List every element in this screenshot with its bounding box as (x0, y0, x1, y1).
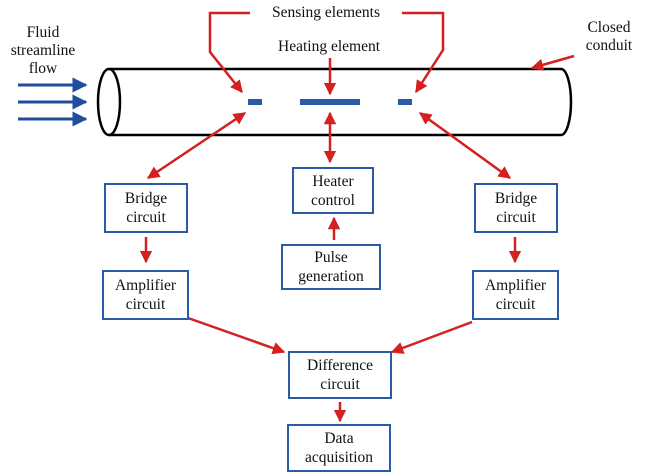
amplifier-circuit-right: Amplifier circuit (472, 270, 559, 320)
heating-element (300, 99, 360, 105)
fluid-flow-label: Fluid streamline flow (10, 24, 76, 77)
arrow-sensor-bridge-right (418, 111, 512, 180)
heating-element-label: Heating element (278, 38, 380, 55)
arrow-sensing-left (208, 11, 250, 93)
amplifier-circuit-left: Amplifier circuit (102, 270, 189, 320)
sensing-element-left (248, 99, 262, 105)
arrow-amp-left-difference (187, 316, 286, 355)
arrow-sensor-bridge-left (146, 111, 247, 180)
sensing-elements-label: Sensing elements (271, 4, 381, 21)
bridge-circuit-left: Bridge circuit (104, 183, 188, 233)
data-acquisition-box: Data acquisition (287, 424, 391, 472)
arrow-conduit (530, 54, 575, 71)
arrow-amp-right-difference (390, 320, 473, 354)
pulse-generation-box: Pulse generation (281, 244, 381, 290)
closed-conduit-label: Closed conduit (585, 19, 633, 54)
closed-conduit-pipe (96, 67, 573, 137)
difference-circuit-box: Difference circuit (288, 351, 392, 399)
arrow-sensing-right (402, 11, 445, 94)
bridge-circuit-right: Bridge circuit (474, 183, 558, 233)
heater-control-box: Heater control (292, 167, 374, 214)
sensing-element-right (398, 99, 412, 105)
